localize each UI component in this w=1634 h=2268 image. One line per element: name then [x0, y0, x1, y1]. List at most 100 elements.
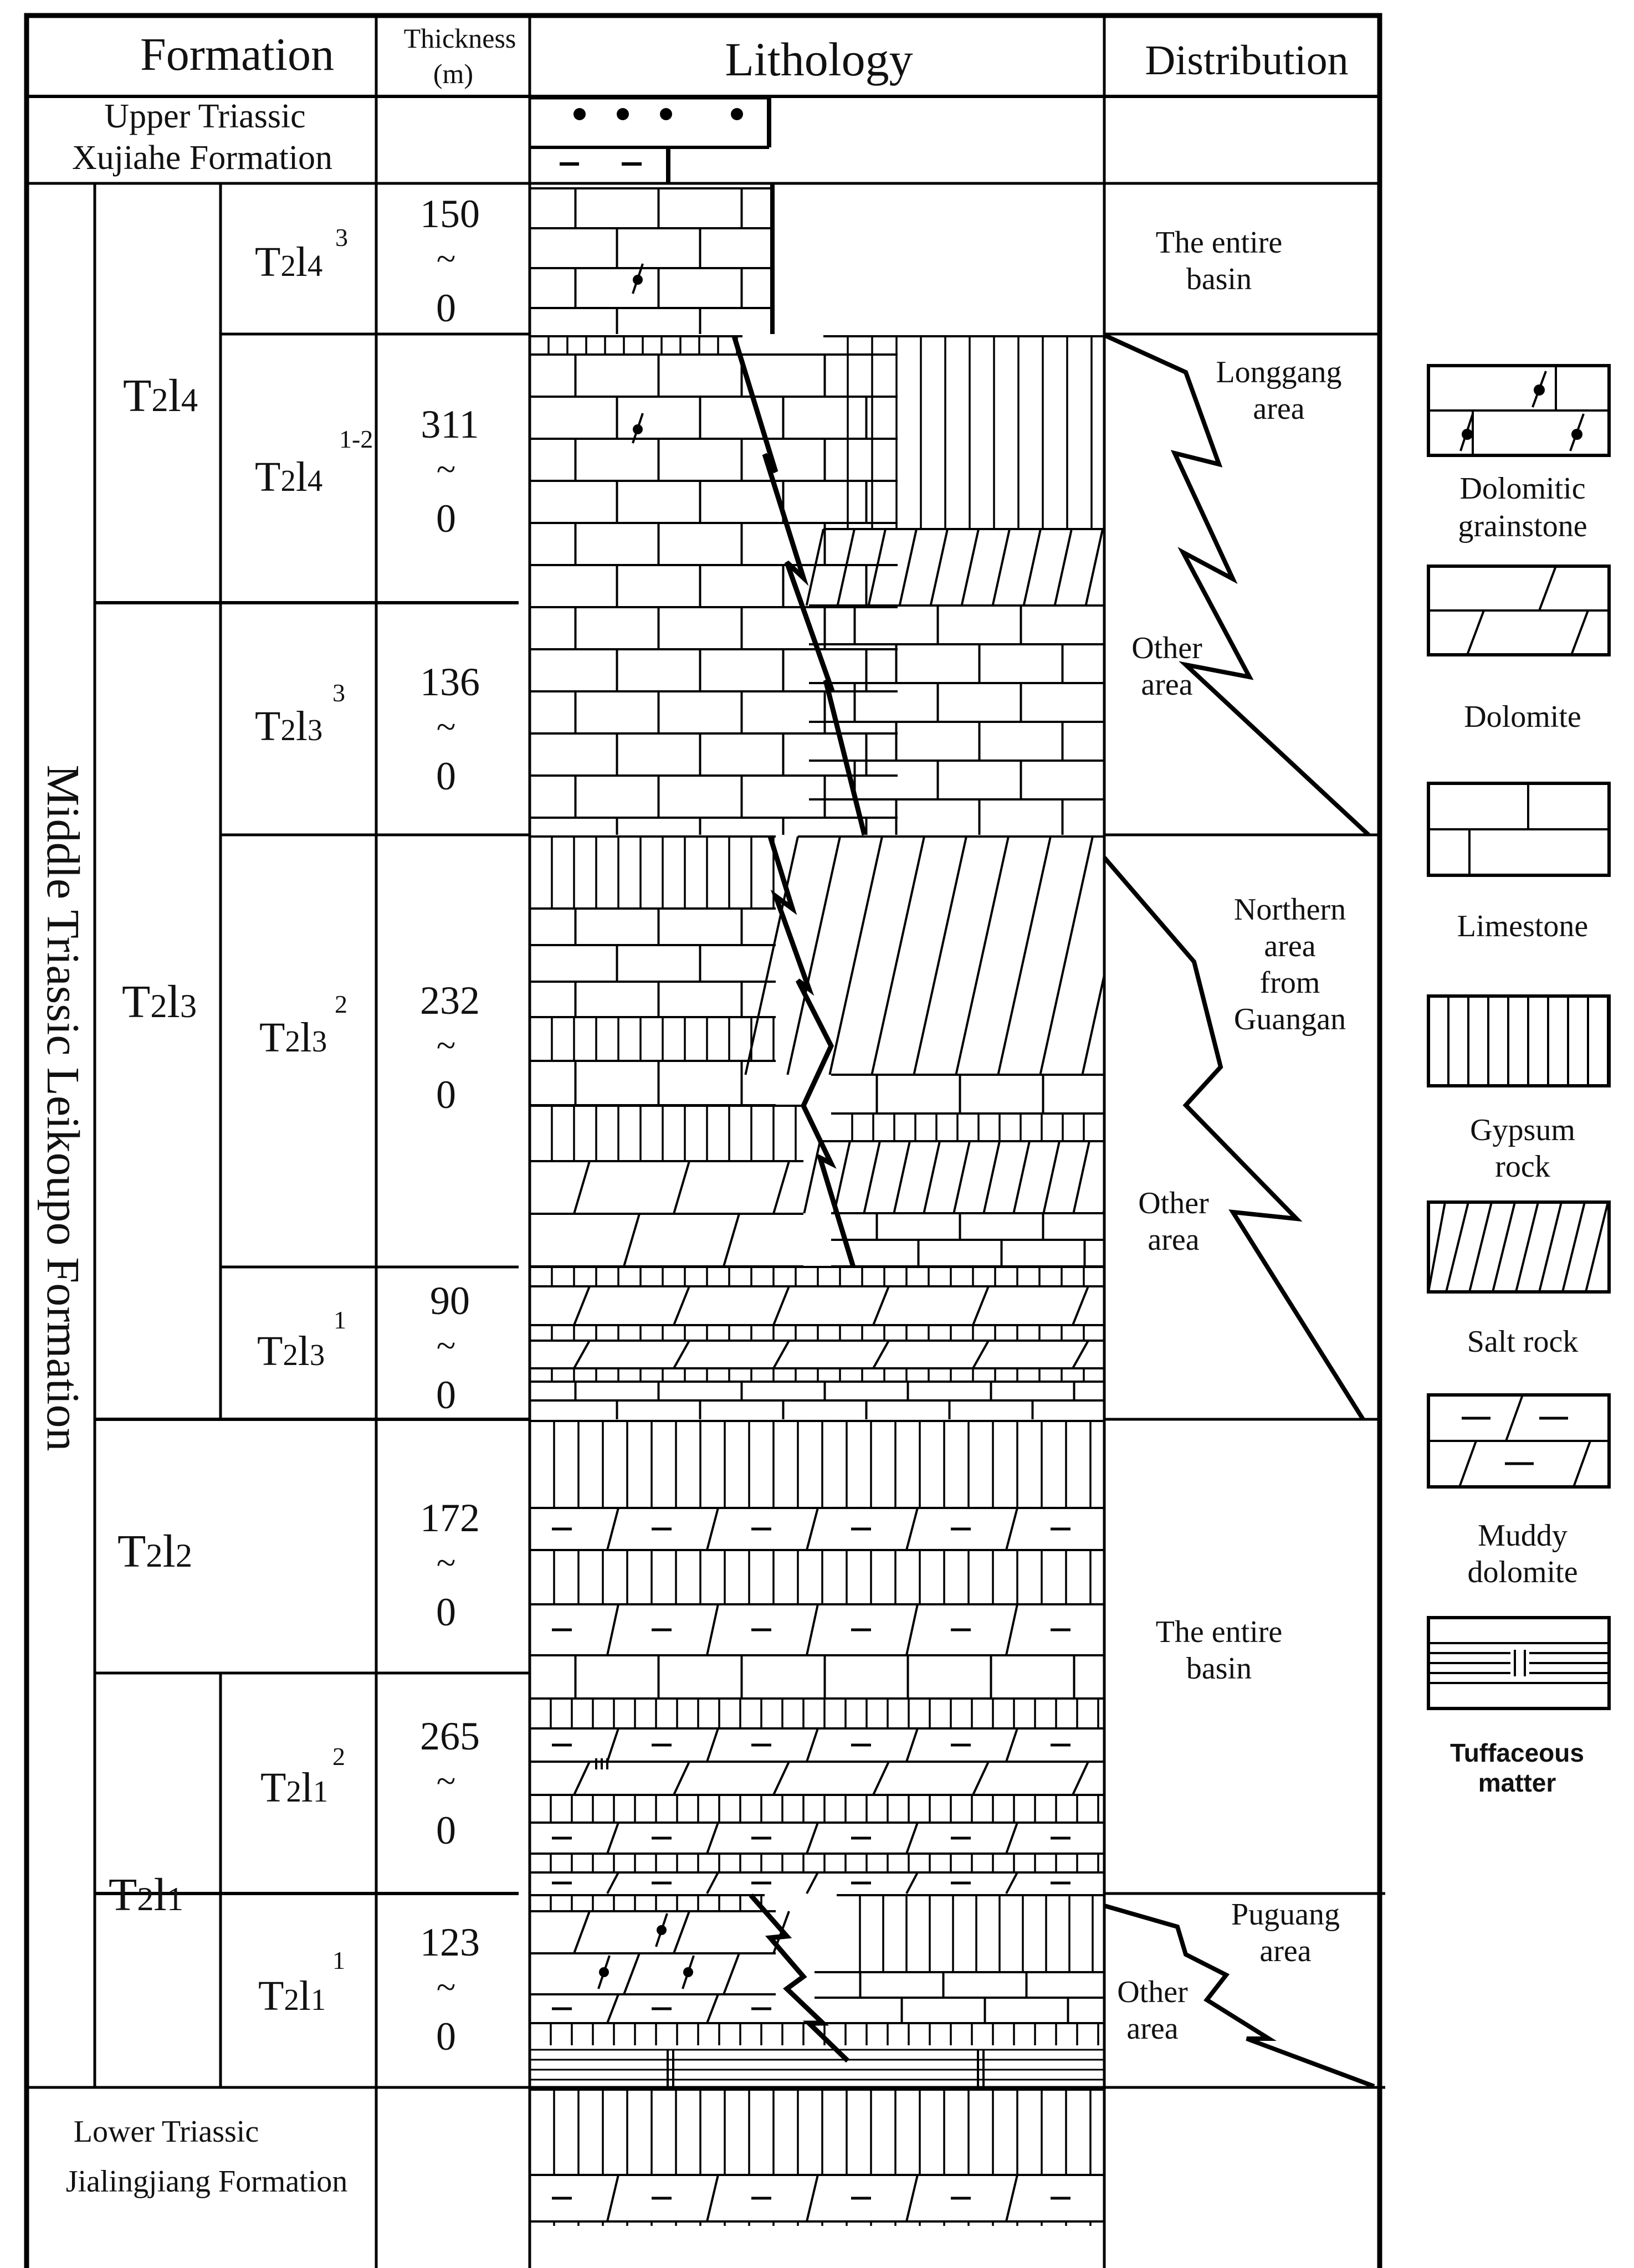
legend-swatch-salt-rock	[1427, 1200, 1611, 1294]
salt-stroke	[960, 528, 980, 606]
dolomite-slash	[706, 1994, 719, 2024]
header-distribution: Distribution	[1145, 37, 1348, 84]
dolomite-slash	[1466, 610, 1485, 655]
salt-stroke	[1039, 836, 1094, 1075]
dolomite-slash	[806, 1604, 819, 1656]
dolomite-slash	[806, 1507, 819, 1551]
dolomite-slash	[772, 1340, 790, 1369]
legend-label-limestone: Limestone	[1457, 909, 1588, 943]
distribution-column	[1102, 333, 1375, 2089]
dolomite-slash	[905, 1872, 919, 1894]
dolomite-slash	[872, 1286, 890, 1326]
dolomite-slash	[806, 1728, 819, 1762]
distribution-label-northern: area	[1264, 929, 1315, 963]
lithology-overlays	[731, 335, 867, 2063]
dolomite-slash	[806, 1822, 819, 1854]
salt-stroke	[867, 528, 887, 606]
thickness-max: 232	[420, 978, 480, 1023]
salt-stroke	[997, 836, 1052, 1075]
distribution-label-entire-basin-1: basin	[1186, 262, 1252, 296]
thickness-max: 123	[420, 1920, 480, 1964]
thickness-tilde: ~	[437, 1025, 456, 1065]
thickness-max: 311	[421, 402, 479, 447]
submember-label: T2l1	[258, 1973, 326, 2019]
distribution-label-entire-basin-2: The entire	[1156, 1615, 1283, 1649]
thickness-tilde: ~	[437, 449, 456, 489]
outer-border	[24, 13, 1382, 2268]
dolomite-slash	[905, 1604, 919, 1656]
facies-boundary-middle	[767, 835, 856, 1268]
dolomite-slash	[623, 1213, 641, 1267]
dolomite-slash	[872, 1340, 890, 1369]
salt-stroke	[1042, 1141, 1061, 1214]
formation-name: Middle Triassic Leikoupo Formation	[37, 765, 89, 1451]
salt-stroke	[786, 836, 841, 1075]
dolomite-slash	[706, 1728, 719, 1762]
header-row: Formation Thickness (m) Lithology Distri…	[140, 23, 1349, 89]
salt-stroke	[836, 528, 856, 606]
dolomite-slash	[1005, 1872, 1018, 1894]
thickness-max: 150	[420, 192, 480, 236]
header-lithology: Lithology	[725, 33, 913, 86]
submember-label: T2l3	[257, 1328, 325, 1374]
dolomite-slash	[706, 1822, 719, 1854]
dolomite-slash	[1072, 1286, 1089, 1326]
legend-swatch-muddy-dolomite	[1427, 1393, 1611, 1489]
dolomite-slash	[573, 1340, 591, 1369]
distribution-zigzag-lower	[1103, 1903, 1375, 2089]
thickness-max: 90	[430, 1279, 470, 1323]
submember-label: T2l3	[255, 703, 322, 750]
distribution-label-entire-basin-2: basin	[1186, 1651, 1252, 1686]
distribution-label-northern: from	[1260, 966, 1320, 1000]
salt-stroke	[828, 836, 883, 1075]
header-thickness-unit: (m)	[433, 58, 473, 89]
distribution-label-longgang: area	[1253, 392, 1304, 426]
salt-stroke	[744, 836, 799, 1075]
distribution-zigzag-upper	[1103, 333, 1370, 837]
salt-stroke	[991, 528, 1011, 606]
thickness-tilde: ~	[437, 239, 456, 278]
top-unit-label: Upper Triassic Xujiahe Formation	[72, 98, 332, 177]
legend-box	[1427, 1200, 1611, 1294]
submember-superscript: 2	[335, 990, 347, 1018]
legend-box	[1427, 782, 1611, 877]
salt-stroke	[913, 836, 967, 1075]
salt-stroke	[1081, 969, 1104, 1075]
dolomite-slash	[673, 1761, 690, 1795]
thickness-min: 0	[436, 1808, 456, 1853]
salt-stroke	[1445, 1202, 1469, 1292]
salt-stroke	[952, 1141, 971, 1214]
thickness-min: 0	[436, 1073, 456, 1117]
submember-label: T2l3	[259, 1014, 327, 1061]
salt-stroke	[1053, 528, 1073, 606]
legend-box	[1427, 994, 1611, 1087]
submember-superscript: 2	[332, 1742, 345, 1771]
dolomite-slash	[623, 1953, 641, 1995]
dolomite-slash	[606, 1507, 619, 1551]
dolomite-slash	[723, 1953, 740, 1995]
thickness-tilde: ~	[437, 1543, 456, 1582]
dolomite-slash	[1458, 1440, 1477, 1487]
dolomite-slash	[706, 1604, 719, 1656]
submember-superscript: 1	[332, 1946, 345, 1974]
member-label: T2l4	[123, 370, 198, 422]
dolomite-slash	[706, 1872, 719, 1894]
salt-stroke	[1515, 1202, 1539, 1292]
grainstone-dot	[633, 275, 643, 285]
dolomite-slash	[673, 1161, 690, 1214]
dolomite-slash	[673, 1911, 690, 1954]
svg-text:Upper Triassic: Upper Triassic	[104, 98, 305, 135]
legend: DolomiticgrainstoneDolomiteLimestoneGyps…	[1427, 364, 1611, 1797]
header-formation: Formation	[140, 29, 334, 80]
distribution-label-other-3: Other	[1117, 1975, 1188, 2009]
dolomite-slash	[1005, 1728, 1018, 1762]
dolomite-slash	[972, 1761, 990, 1795]
dolomite-slash	[905, 1507, 919, 1551]
distribution-label-puguang: area	[1259, 1934, 1311, 1968]
distribution-label-entire-basin-1: The entire	[1156, 225, 1283, 260]
bottom-unit-label: Lower Triassic Jialingjiang Formation	[66, 2115, 348, 2199]
submember-label: T2l4	[255, 454, 322, 500]
dolomite-slash	[1570, 610, 1589, 655]
